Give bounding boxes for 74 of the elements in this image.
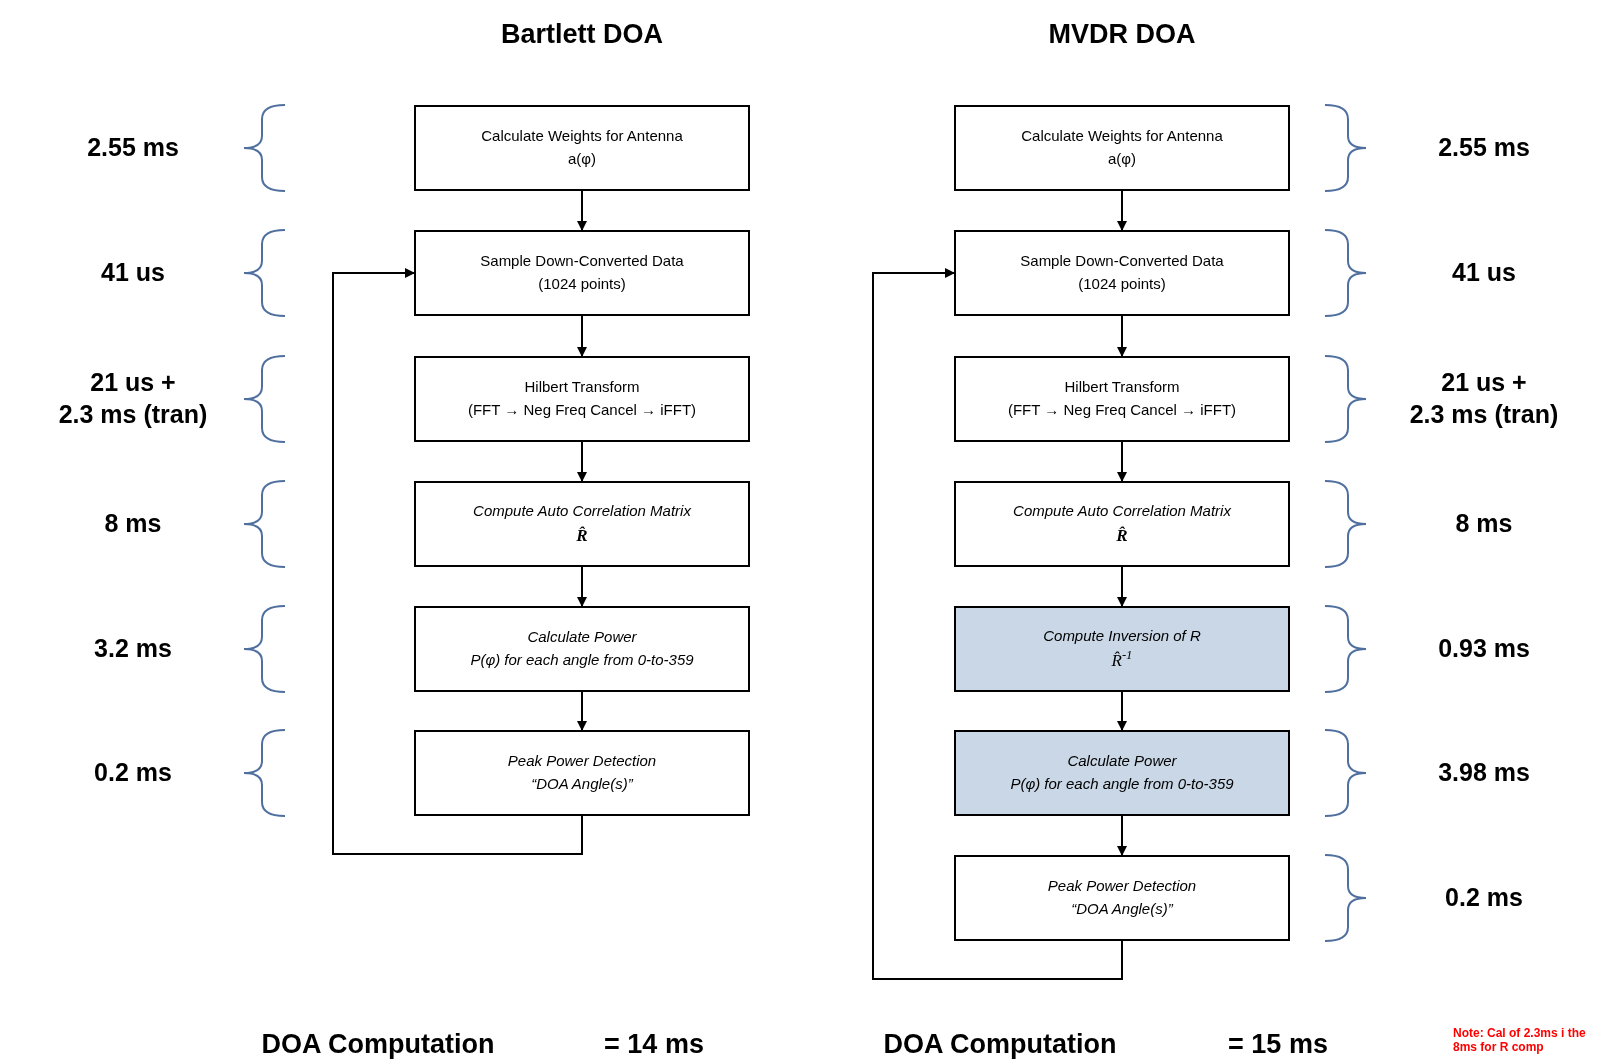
step-title: Sample Down-Converted Data — [1020, 252, 1224, 271]
step-detail: (1024 points) — [1078, 275, 1166, 294]
step-detail: R̂$^{-1}$ — [1111, 649, 1133, 671]
arrow — [1117, 441, 1127, 482]
duration-label: 0.2 ms — [93, 760, 173, 785]
step-title: Calculate Weights for Antenna — [481, 127, 683, 146]
process-box — [414, 481, 750, 567]
step-title: Peak Power Detection — [507, 752, 657, 771]
process-box — [954, 730, 1290, 816]
duration-label: 2.55 ms — [86, 135, 180, 160]
duration-label: 0.2 ms — [1444, 885, 1524, 910]
process-box — [414, 356, 750, 442]
step-detail: “DOA Angle(s)” — [531, 775, 633, 794]
process-box — [954, 481, 1290, 567]
process-box — [414, 606, 750, 692]
arrow — [872, 268, 1123, 980]
step-title: Sample Down-Converted Data — [480, 252, 684, 271]
column-title: Bartlett DOA — [500, 18, 664, 51]
process-box — [954, 356, 1290, 442]
step-detail: a(φ) — [567, 150, 597, 169]
step-detail: a(φ) — [1107, 150, 1137, 169]
arrow — [577, 566, 587, 607]
step-detail: (1024 points) — [538, 275, 626, 294]
duration-label: 8 ms — [103, 511, 163, 536]
step-detail: R̂ — [576, 524, 588, 546]
duration-label: 2.55 ms — [1437, 135, 1531, 160]
step-title: Calculate Weights for Antenna — [1021, 127, 1223, 146]
step-title: Compute Auto Correlation Matrix — [473, 502, 691, 521]
step-title: Compute Inversion of R — [1043, 627, 1201, 646]
total-label: DOA Computation — [260, 1028, 496, 1060]
process-box — [954, 105, 1290, 191]
step-detail: R̂ — [1116, 524, 1128, 546]
step-detail: P(φ) for each angle from 0-to-359 — [1010, 775, 1234, 794]
arrow — [577, 315, 587, 357]
note-text: Note: Cal of 2.3ms i the 8ms for R comp — [1453, 1026, 1587, 1055]
arrow — [577, 190, 587, 231]
process-box — [414, 230, 750, 316]
duration-label: 2.3 ms (tran) — [57, 402, 209, 427]
arrow — [1117, 190, 1127, 231]
duration-label: 8 ms — [1454, 511, 1514, 536]
arrow — [1117, 691, 1127, 731]
duration-label: 2.3 ms (tran) — [1408, 402, 1560, 427]
step-title: Compute Auto Correlation Matrix — [1013, 502, 1231, 521]
arrow — [1117, 815, 1127, 856]
duration-label: 41 us — [100, 260, 166, 285]
column-title: MVDR DOA — [1047, 18, 1197, 51]
total-value: = 15 ms — [1227, 1028, 1329, 1060]
process-box — [954, 230, 1290, 316]
duration-label: 3.2 ms — [93, 636, 173, 661]
step-detail: P(φ) for each angle from 0-to-359 — [470, 651, 694, 670]
arrow — [577, 441, 587, 482]
arrow — [1117, 315, 1127, 357]
step-title: Hilbert Transform — [1064, 378, 1180, 397]
step-title: Peak Power Detection — [1047, 877, 1197, 896]
arrow — [577, 691, 587, 731]
total-label: DOA Computation — [882, 1028, 1118, 1060]
duration-label: 21 us + — [89, 370, 177, 395]
step-title: Hilbert Transform — [524, 378, 640, 397]
step-detail: “DOA Angle(s)” — [1071, 900, 1173, 919]
total-value: = 14 ms — [603, 1028, 705, 1060]
duration-label: 3.98 ms — [1437, 760, 1531, 785]
duration-label: 41 us — [1451, 260, 1517, 285]
process-box — [954, 606, 1290, 692]
duration-label: 21 us + — [1440, 370, 1528, 395]
arrow — [1117, 566, 1127, 607]
step-title: Calculate Power — [527, 628, 637, 647]
step-title: Calculate Power — [1067, 752, 1177, 771]
step-detail: (FFT → Neg Freq Cancel → iFFT) — [467, 401, 697, 420]
process-box — [954, 855, 1290, 941]
arrow — [332, 268, 583, 855]
process-box — [414, 105, 750, 191]
duration-label: 0.93 ms — [1437, 636, 1531, 661]
process-box — [414, 730, 750, 816]
step-detail: (FFT → Neg Freq Cancel → iFFT) — [1007, 401, 1237, 420]
